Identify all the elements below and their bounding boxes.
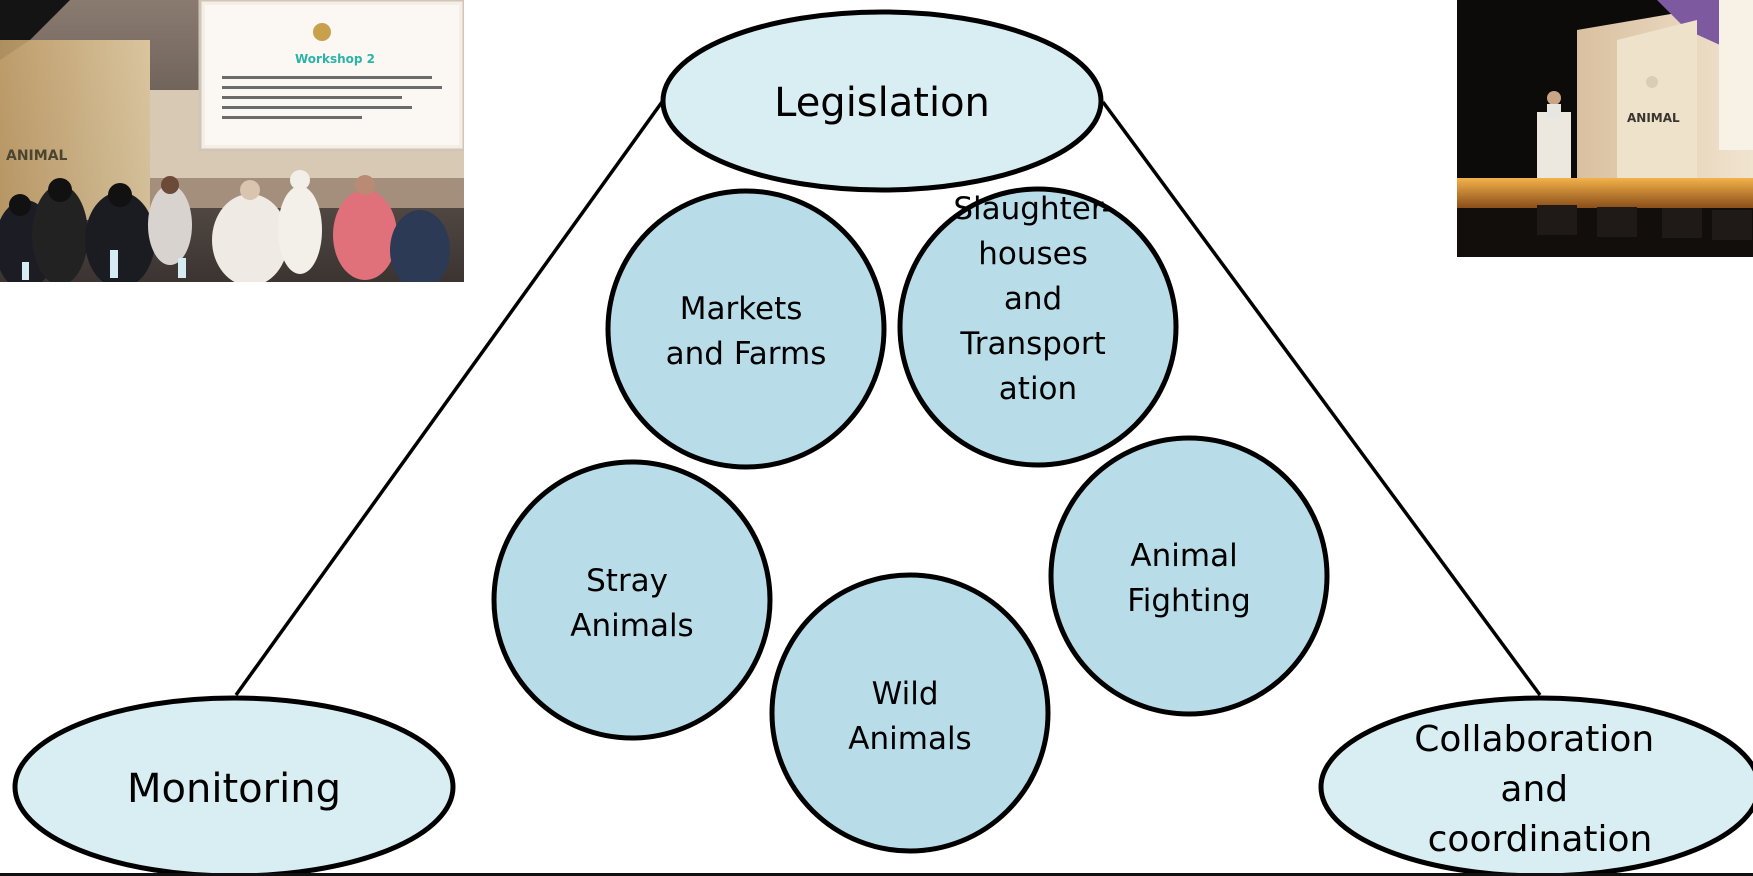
- node-legislation: Legislation: [660, 9, 1104, 193]
- emblem-icon: [313, 23, 331, 41]
- stage-photo-right: ANIMAL: [1457, 0, 1753, 257]
- bottom-border: [0, 873, 1753, 876]
- node-monitoring: Monitoring: [12, 695, 456, 876]
- workshop-photo-left: Workshop 2 ANIMAL: [0, 0, 464, 282]
- screen-title: Workshop 2: [295, 52, 375, 66]
- node-monitoring-label: Monitoring: [127, 766, 341, 812]
- front-chairs: [1537, 205, 1752, 240]
- circle-slaughterhouses-label: Slaughter- houses and Transport ation: [953, 191, 1122, 407]
- node-legislation-label: Legislation: [774, 80, 990, 126]
- node-collaboration-label: Collaboration and coordination: [1414, 719, 1665, 860]
- emblem-icon: [1646, 76, 1658, 88]
- circle-markets-and-farms: Markets and Farms: [605, 188, 887, 470]
- audience-group: [0, 170, 450, 282]
- circle-fighting-label: Animal Fighting: [1127, 538, 1251, 619]
- connector-legislation-collaboration: [1101, 100, 1542, 697]
- podium: [1537, 112, 1571, 178]
- circle-wild-animals: Wild Animals: [769, 572, 1051, 854]
- screen-bullets: [222, 76, 442, 119]
- node-collaboration: Collaboration and coordination: [1318, 695, 1753, 876]
- circle-wild-label: Wild Animals: [848, 676, 971, 757]
- circle-slaughterhouses-and-transportation: Slaughter- houses and Transport ation: [897, 186, 1179, 468]
- stage-edge: [1457, 178, 1753, 208]
- banner-text-right: ANIMAL: [1627, 111, 1680, 125]
- circle-stray-animals: Stray Animals: [491, 459, 773, 741]
- connector-legislation-monitoring: [234, 100, 664, 697]
- circle-markets-label: Markets and Farms: [666, 291, 827, 372]
- banner-text-left: ANIMAL: [6, 148, 68, 164]
- circle-stray-label: Stray Animals: [570, 563, 693, 644]
- circle-animal-fighting: Animal Fighting: [1048, 435, 1330, 717]
